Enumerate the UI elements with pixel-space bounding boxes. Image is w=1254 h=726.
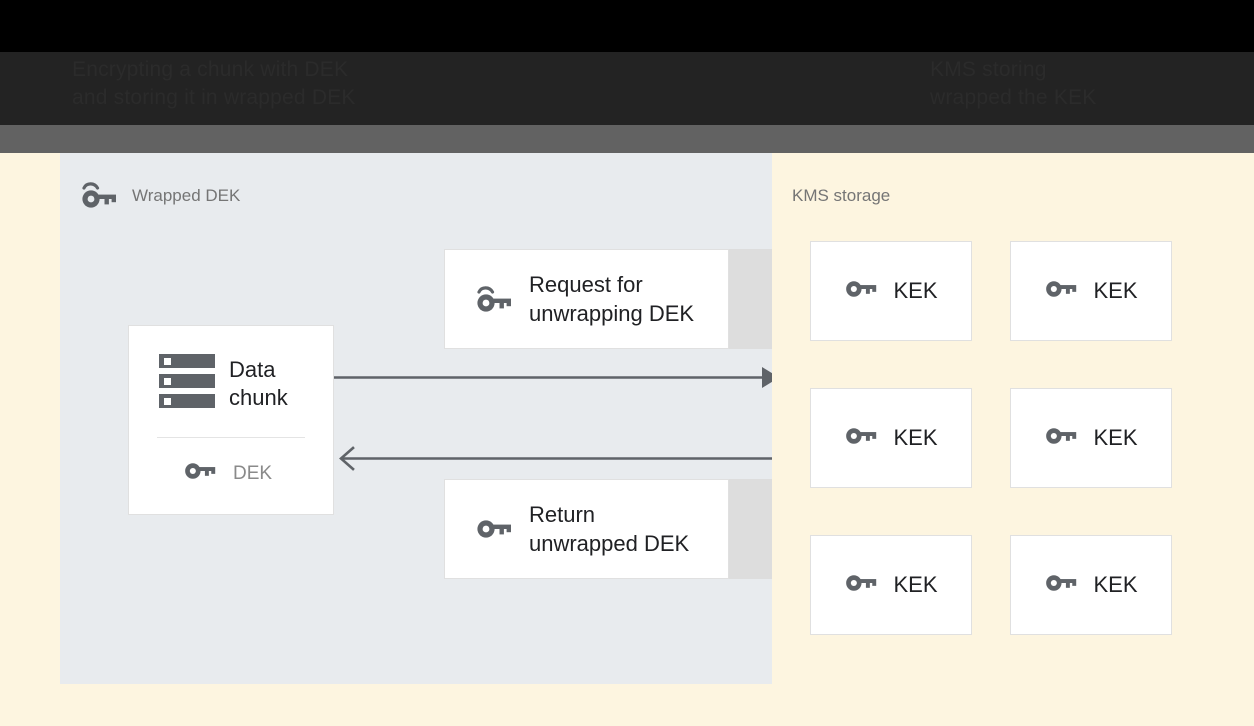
key-icon	[1044, 572, 1078, 599]
data-chunk-card[interactable]: Data chunk DEK	[128, 325, 334, 515]
return-arrow	[339, 446, 772, 471]
kek-label: KEK	[893, 572, 938, 597]
kek-card[interactable]: KEK	[810, 241, 972, 341]
kms-storage-title: KMS storage	[792, 186, 891, 205]
kek-card[interactable]: KEK	[1010, 388, 1172, 488]
return-unwrapped-card[interactable]: Return unwrapped DEK	[444, 479, 729, 579]
chrome-black-band	[0, 0, 1254, 52]
kek-grid: KEK KEK KEK	[810, 241, 1210, 635]
kek-label: KEK	[893, 278, 938, 303]
kek-card[interactable]: KEK	[1010, 535, 1172, 635]
key-icon	[844, 425, 878, 452]
request-unwrapping-card[interactable]: Request for unwrapping DEK	[444, 249, 729, 349]
kek-card[interactable]: KEK	[810, 535, 972, 635]
request-arrow	[334, 367, 772, 388]
wrapped-key-icon	[80, 180, 118, 210]
data-chunk-label: Data chunk	[229, 356, 288, 410]
wrapped-dek-title: Wrapped DEK	[132, 186, 241, 205]
data-chunk-top: Data chunk	[129, 326, 333, 413]
chrome-gray-band	[0, 125, 1254, 153]
wrapped-dek-panel: Wrapped DEK Request for unwrapping DEK	[60, 153, 772, 684]
request-card-label: Request for unwrapping DEK	[529, 272, 695, 326]
kek-card[interactable]: KEK	[1010, 241, 1172, 341]
chrome-heading-right: KMS storing wrapped the KEK	[930, 58, 1097, 109]
kek-card[interactable]: KEK	[810, 388, 972, 488]
chrome-dark-band: Encrypting a chunk with DEK and storing …	[0, 52, 1254, 125]
data-chunk-divider	[157, 437, 305, 438]
request-card-extension	[729, 249, 772, 349]
key-icon	[844, 572, 878, 599]
kms-storage-panel: KMS storage KEK	[772, 153, 1254, 726]
return-card-label: Return unwrapped DEK	[529, 502, 690, 556]
storage-icon	[159, 354, 215, 413]
chrome-heading-left: Encrypting a chunk with DEK and storing …	[72, 58, 356, 109]
kek-label: KEK	[893, 425, 938, 450]
dek-label: DEK	[233, 462, 273, 484]
key-icon	[1044, 425, 1078, 452]
key-icon	[844, 278, 878, 305]
key-icon	[183, 460, 217, 487]
return-card-extension	[729, 479, 772, 579]
kek-label: KEK	[1093, 278, 1138, 303]
data-chunk-key-row: DEK	[129, 438, 333, 487]
key-icon	[475, 517, 513, 541]
key-icon	[1044, 278, 1078, 305]
kek-label: KEK	[1093, 572, 1138, 597]
wrapped-key-icon	[475, 284, 513, 314]
kek-label: KEK	[1093, 425, 1138, 450]
